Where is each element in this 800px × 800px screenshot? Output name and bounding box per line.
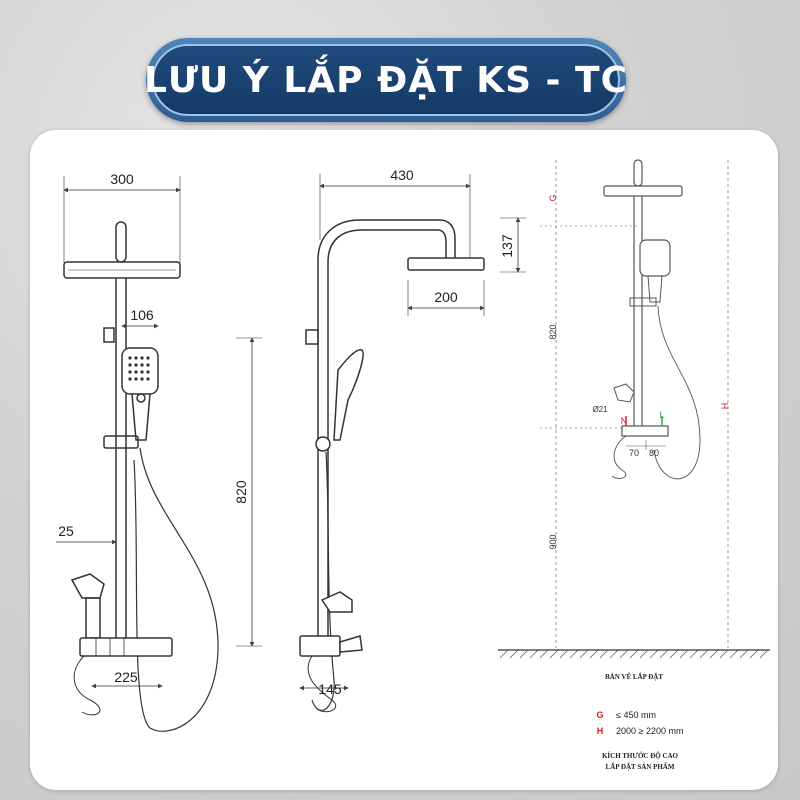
dim-label-900: 900 (548, 534, 558, 549)
legend-g-key: G (596, 710, 603, 720)
dim-label-225: 225 (114, 669, 138, 685)
install-mixer (621, 425, 669, 437)
front-view (56, 176, 262, 732)
hand-shower-head (121, 347, 159, 395)
hand-shower-handle (131, 393, 151, 441)
label-h: H (720, 403, 730, 410)
title-banner: LƯU Ý LẮP ĐẶT KS - TC (144, 38, 627, 122)
install-diagram-labels: G 820 900 H Ø21 N L 70 80 BẢN VẼ LẮP ĐẶT… (548, 194, 730, 771)
footer-line-1: KÍCH THƯỚC ĐỘ CAO (602, 752, 679, 760)
install-hose (653, 305, 701, 480)
side-mixer (299, 635, 341, 657)
curved-shower-arm-inner (327, 229, 447, 330)
dim-label-145: 145 (318, 681, 342, 697)
install-shower-head (603, 185, 683, 197)
install-hand-shower (639, 239, 671, 277)
page-title: LƯU Ý LẮP ĐẶT KS - TC (143, 59, 629, 101)
side-view (299, 174, 526, 713)
side-shower-head (407, 257, 485, 271)
dim-label-80: 80 (649, 448, 659, 458)
dim-label-137: 137 (499, 234, 515, 258)
dim-label-phi21: Ø21 (592, 405, 608, 414)
dim-label-430: 430 (390, 167, 414, 183)
shower-hose (133, 447, 219, 732)
bidet-holder (85, 597, 101, 639)
title-banner-inner: LƯU Ý LẮP ĐẶT KS - TC (144, 44, 627, 116)
side-hand-shower (333, 349, 364, 441)
label-l: L (659, 410, 664, 420)
dim-label-25: 25 (58, 523, 74, 539)
legend-h-value: 2000 ≥ 2200 mm (616, 726, 683, 736)
dim-label-70: 70 (629, 448, 639, 458)
side-view-labels: 430 137 200 145 (318, 167, 515, 697)
floor-hatching (499, 649, 769, 659)
riser-top (115, 221, 127, 263)
mixer-valve (79, 637, 173, 657)
dim-label-200: 200 (434, 289, 458, 305)
side-spout (339, 635, 363, 653)
curved-shower-arm-outer (317, 219, 456, 330)
side-bracket (305, 329, 319, 345)
slider-holder (103, 435, 139, 449)
label-n: N (621, 416, 628, 426)
side-hose (311, 451, 335, 711)
side-slider-knob (315, 436, 331, 452)
dim-label-820-install: 820 (548, 324, 558, 339)
dim-label-300: 300 (110, 171, 134, 187)
bidet-coil-hose (73, 655, 101, 716)
install-bidet (613, 383, 635, 403)
side-bidet-spray (320, 591, 353, 613)
dim-label-820: 820 (233, 480, 249, 504)
wall-bracket (103, 327, 115, 343)
label-g: G (548, 194, 558, 201)
front-view-labels: 300 106 25 225 820 (58, 171, 249, 685)
install-caption: BẢN VẼ LẮP ĐẶT (605, 673, 663, 681)
hand-shower-button (136, 393, 146, 403)
legend-g-value: ≤ 450 mm (616, 710, 656, 720)
dim-label-106: 106 (130, 307, 154, 323)
footer-line-2: LẮP ĐẶT SẢN PHẨM (606, 763, 675, 771)
bidet-spray (70, 573, 105, 599)
legend-h-key: H (597, 726, 604, 736)
install-diagram (498, 159, 770, 659)
